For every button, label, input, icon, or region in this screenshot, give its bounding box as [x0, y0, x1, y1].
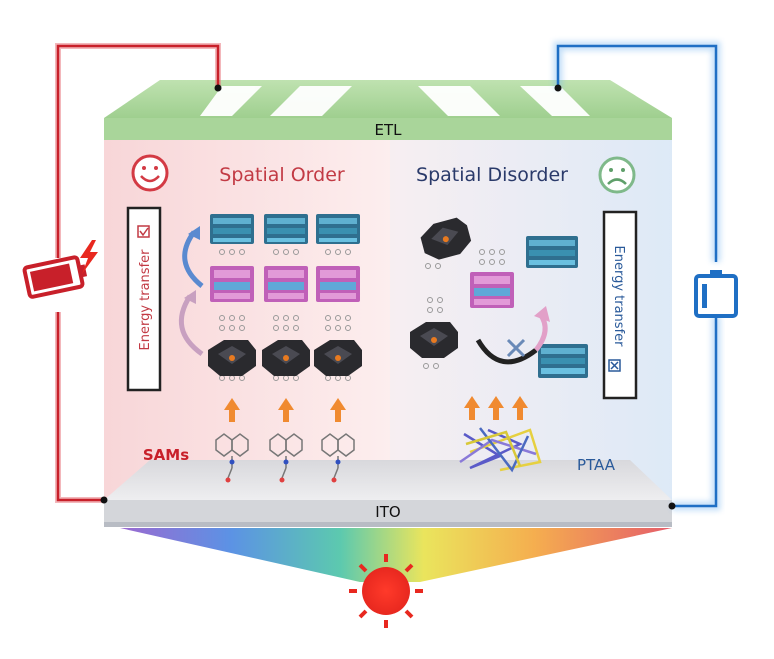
ptaa-polymer	[459, 427, 542, 473]
etl-layer-top	[104, 80, 672, 118]
light-spectrum	[120, 528, 672, 582]
disordered-blue-layers	[526, 236, 588, 378]
disordered-ligands	[423, 249, 505, 369]
happy-face-icon	[131, 154, 169, 192]
spatial-disorder-title: Spatial Disorder	[416, 164, 568, 186]
battery-charged-icon	[22, 255, 88, 299]
sad-face-icon	[598, 156, 636, 194]
disordered-pink-layer	[470, 272, 514, 308]
sams-label: SAMs	[143, 446, 189, 464]
blocked-transfer-arrow	[475, 306, 550, 365]
energy-transfer-box-left: Energy transfer	[126, 206, 162, 392]
red-circuit	[55, 43, 222, 504]
ordered-blue-layers	[210, 214, 360, 244]
blue-circuit	[553, 41, 721, 511]
energy-transfer-right-label: Energy transfer	[611, 246, 626, 348]
ordered-dark-layers	[208, 340, 362, 376]
cross-box-icon	[608, 359, 621, 372]
spatial-order-title: Spatial Order	[219, 164, 345, 186]
lightning-icon	[80, 240, 98, 274]
energy-transfer-left-label: Energy transfer	[138, 249, 153, 351]
ordered-pink-layers	[210, 266, 360, 302]
ito-layer-top	[104, 460, 672, 500]
energy-transfer-arrows-left	[179, 226, 204, 357]
energy-transfer-box-right: Energy transfer	[602, 210, 638, 400]
etl-label: ETL	[375, 121, 403, 139]
ptaa-label: PTAA	[577, 456, 616, 474]
ito-label: ITO	[375, 503, 400, 521]
excitation-arrows-right	[464, 396, 528, 420]
battery-low-icon	[694, 270, 738, 318]
disordered-dark-layers	[410, 217, 472, 358]
sam-molecules	[215, 433, 355, 483]
check-box-icon	[137, 225, 150, 238]
etl-stripes	[200, 86, 590, 116]
ito-layer	[104, 500, 672, 522]
etl-layer	[104, 118, 672, 140]
excitation-arrows-left	[224, 398, 346, 422]
sun-icon	[349, 554, 423, 628]
